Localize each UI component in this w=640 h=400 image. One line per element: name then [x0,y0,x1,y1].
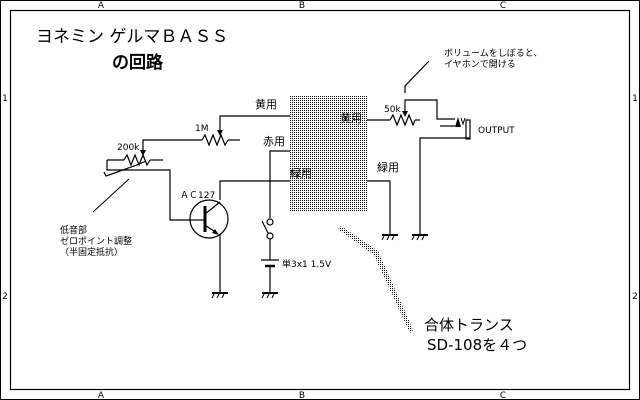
col-label-a-bottom: A [98,391,105,400]
bass-note-line-3: （半固定抵抗） [60,246,123,258]
bass-note-line-1: 低音部 [60,224,87,236]
label-battery: 単3x1 1.5V [282,258,332,270]
bass-note-line-2: ゼロポイント調整 [60,235,132,247]
wires [106,99,470,292]
switch [261,218,274,240]
transformer-note-line-2: SD-108を４つ [427,336,527,354]
col-label-c-top: C [500,1,506,11]
col-label-b-top: B [299,1,305,11]
title-line-2: の回路 [112,52,164,73]
transistor-ac127 [189,199,229,239]
ground-green [381,234,398,241]
transformer-block [290,96,367,211]
row-label-2-left: 2 [2,292,8,302]
col-label-a-top: A [98,1,105,11]
pointer-bass-note-line [92,178,130,213]
row-label-1-right: 1 [632,94,638,104]
volume-note-line-1: ボリュームをしぼると、 [444,48,542,59]
wire-label-red: 赤用 [263,135,285,148]
title-line-1: ヨネミン ゲルマＢＡＳＳ [36,27,228,47]
ground-emitter [211,292,228,299]
label-1m: 1M [195,124,209,134]
resistor-1m [201,133,229,147]
wire-label-yellow-right: 黄用 [340,111,362,125]
inner-frame [9,9,631,391]
label-200k: 200k [117,143,140,153]
wire-label-green-right: 緑用 [377,160,399,174]
label-50k: 50k [384,105,401,115]
row-label-2-right: 2 [632,292,638,302]
pointer-volume-note [404,60,430,93]
output-jack [455,117,471,140]
label-transistor: ＡＣ127 [180,191,215,201]
col-label-b-bottom: B [299,391,305,400]
wiper-arrow-50k [402,111,408,117]
resistor-50k [389,113,416,127]
wiper-arrow-200k [140,150,146,156]
col-label-c-bottom: C [500,391,506,400]
transformer-note-line-1: 合体トランス [424,316,514,334]
resistor-200k [123,153,151,167]
pointer-transformer-note [338,226,413,333]
row-label-1-left: 1 [2,94,8,104]
battery [261,259,279,268]
pointer-bass-note [103,160,147,177]
ground-output [411,234,428,241]
ground-battery [261,292,278,299]
label-output: OUTPUT [478,126,515,136]
wire-label-green-inner: 緑用 [290,166,312,180]
wire-label-yellow-left: 黄用 [255,97,277,111]
volume-note-line-2: イヤホンで開ける [444,59,516,70]
wiper-arrow-1m [217,130,223,136]
